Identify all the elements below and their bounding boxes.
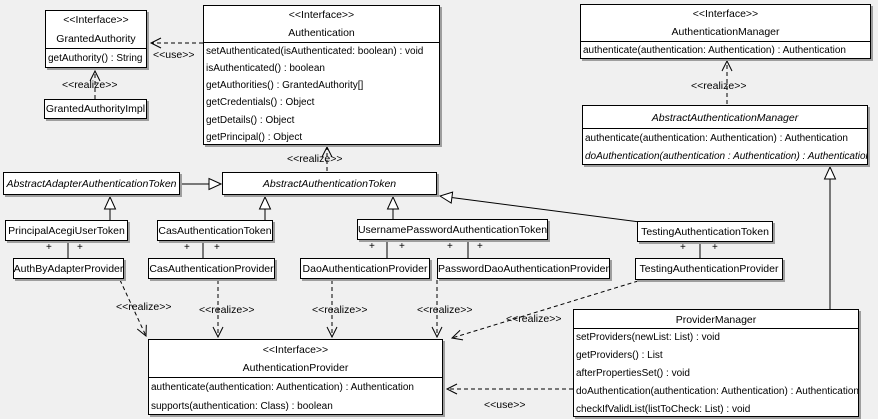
method-row: doAuthentication(authentication: Authent… (576, 386, 859, 397)
method-row: setAuthenticated(isAuthenticated: boolea… (206, 46, 424, 57)
method-row: getPrincipal() : Object (206, 131, 303, 143)
multiplicity-plus: + (477, 241, 483, 252)
class-principal-acegi-user-token[interactable]: PrincipalAcegiUserToken (5, 220, 128, 241)
class-cas-authentication-provider[interactable]: CasAuthenticationProvider (148, 258, 275, 279)
class-password-dao-authentication-provider[interactable]: PasswordDaoAuthenticationProvider (437, 258, 610, 279)
class-name: UsernamePasswordAuthenticationToken (357, 223, 548, 236)
class-name: TestingAuthenticationToken (641, 225, 769, 238)
edge-label-realize: <<realize>> (417, 304, 473, 316)
class-name: CasAuthenticationToken (158, 224, 272, 237)
class-testing-authentication-token[interactable]: TestingAuthenticationToken (637, 221, 773, 242)
method-row: setProviders(newList: List) : void (576, 332, 720, 343)
class-auth-by-adapter-provider[interactable]: AuthByAdapterProvider (13, 258, 124, 279)
class-name: PrincipalAcegiUserToken (8, 224, 125, 237)
class-abstract-authentication-token[interactable]: AbstractAuthenticationToken (222, 172, 437, 195)
stereotype-label: <<Interface>> (63, 14, 129, 26)
method-row: getAuthorities() : GrantedAuthority[] (206, 80, 364, 92)
method-row: authenticate(authentication: Authenticat… (585, 133, 848, 144)
multiplicity-plus: + (46, 242, 52, 253)
class-name: GrantedAuthorityImpl (45, 103, 146, 115)
class-title: <<Interface>> Authentication (204, 6, 439, 43)
class-title: <<Interface>> AuthenticationManager (581, 5, 870, 42)
class-name: TestingAuthenticationProvider (639, 263, 779, 275)
class-name: Authentication (288, 27, 355, 39)
class-authentication-provider[interactable]: <<Interface>> AuthenticationProvider aut… (148, 339, 443, 415)
class-abstract-authentication-manager[interactable]: AbstractAuthenticationManager authentica… (582, 105, 868, 165)
class-name: ProviderManager (675, 314, 757, 326)
edge-label-use: <<use>> (153, 49, 195, 61)
class-authentication-manager[interactable]: <<Interface>> AuthenticationManager auth… (580, 4, 871, 59)
class-cas-authentication-token[interactable]: CasAuthenticationToken (157, 220, 273, 241)
class-name: PasswordDaoAuthenticationProvider (438, 262, 610, 275)
method-row: afterPropertiesSet() : void (576, 368, 690, 379)
edge-label-realize: <<realize>> (506, 313, 562, 325)
multiplicity-plus: + (184, 242, 190, 253)
multiplicity-plus: + (77, 242, 83, 253)
edge-label-realize: <<realize>> (312, 304, 368, 316)
class-name: DaoAuthenticationProvider (302, 262, 428, 275)
class-name: AbstractAuthenticationManager (651, 112, 799, 124)
edge-label-realize: <<realize>> (287, 153, 343, 165)
multiplicity-plus: + (369, 241, 375, 252)
edge-label-realize: <<realize>> (116, 301, 172, 313)
method-row: authenticate(authentication: Authenticat… (583, 45, 846, 56)
edge-label-realize: <<realize>> (199, 304, 255, 316)
method-row: authenticate(authentication: Authenticat… (151, 382, 414, 393)
edge-label-use: <<use>> (484, 399, 526, 411)
multiplicity-plus: + (712, 242, 718, 253)
class-authentication[interactable]: <<Interface>> Authentication setAuthenti… (203, 5, 440, 145)
edge-generalize-testingauthenticationtoken (438, 191, 641, 223)
class-title: <<Interface>> AuthenticationProvider (149, 340, 442, 378)
class-name: AbstractAuthenticationToken (262, 177, 397, 190)
edge-realize-authbyadapterprovider (119, 279, 147, 338)
method-row: getAuthority() : String (48, 53, 143, 64)
class-provider-manager[interactable]: ProviderManager setProviders(newList: Li… (573, 309, 859, 417)
method-row: supports(authentication: Class) : boolea… (151, 401, 333, 412)
class-name: AuthenticationManager (671, 26, 780, 38)
method-row: getProviders() : List (576, 350, 663, 361)
method-row: getCredentials() : Object (206, 97, 315, 109)
class-name: AuthByAdapterProvider (13, 262, 124, 275)
edge-label-realize: <<realize>> (62, 79, 118, 91)
multiplicity-plus: + (680, 242, 686, 253)
class-title: <<Interface>> GrantedAuthority (46, 11, 146, 49)
method-row: getDetails() : Object (206, 114, 295, 126)
class-dao-authentication-provider[interactable]: DaoAuthenticationProvider (300, 258, 430, 279)
class-abstract-adapter-authentication-token[interactable]: AbstractAdapterAuthenticationToken (3, 172, 180, 195)
class-name: AbstractAdapterAuthenticationToken (6, 177, 177, 190)
method-row: checkIfValidList(listToCheck: List) : vo… (576, 404, 751, 415)
stereotype-label: <<Interface>> (692, 8, 759, 20)
method-row: isAuthenticated() : boolean (206, 63, 325, 75)
class-title: ProviderManager (574, 310, 858, 329)
edge-label-realize: <<realize>> (691, 80, 747, 92)
class-name: AuthenticationProvider (242, 362, 349, 374)
class-granted-authority-impl[interactable]: GrantedAuthorityImpl (44, 99, 147, 119)
class-username-password-authentication-token[interactable]: UsernamePasswordAuthenticationToken (357, 219, 548, 240)
class-granted-authority[interactable]: <<Interface>> GrantedAuthority getAuthor… (45, 10, 147, 68)
multiplicity-plus: + (214, 242, 220, 253)
class-title: AbstractAuthenticationManager (583, 106, 867, 129)
stereotype-label: <<Interface>> (288, 9, 355, 21)
class-testing-authentication-provider[interactable]: TestingAuthenticationProvider (635, 258, 783, 280)
stereotype-label: <<Interface>> (262, 344, 329, 356)
edge-realize-testingauthenticationprovider (450, 280, 639, 341)
class-name: GrantedAuthority (56, 33, 136, 45)
multiplicity-plus: + (399, 241, 405, 252)
class-name: CasAuthenticationProvider (149, 262, 274, 275)
method-row: doAuthentication(authentication : Authen… (585, 151, 867, 162)
multiplicity-plus: + (447, 241, 453, 252)
